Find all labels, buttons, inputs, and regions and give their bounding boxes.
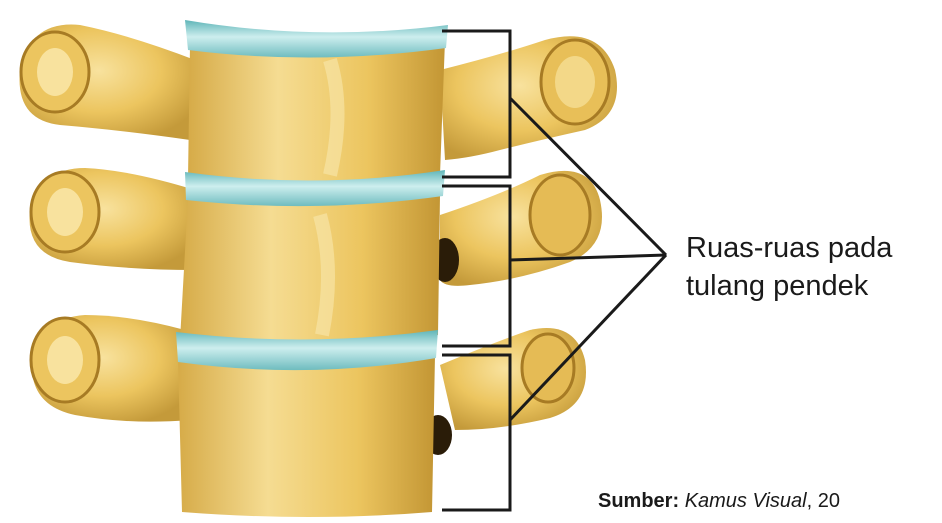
source-caption: Sumber: Kamus Visual, 20 (598, 490, 942, 513)
vertebral-bodies (178, 40, 445, 517)
source-prefix: Sumber: (598, 490, 679, 512)
source-rest: , 20 (807, 490, 840, 512)
left-processes (20, 25, 196, 422)
callout-label-line1: Ruas-ruas pada (686, 229, 942, 267)
source-title: Kamus Visual (685, 490, 807, 512)
callout-label-line2: tulang pendek (686, 267, 942, 305)
callout-label: Ruas-ruas pada tulang pendek (686, 229, 942, 305)
right-processes (424, 36, 617, 455)
